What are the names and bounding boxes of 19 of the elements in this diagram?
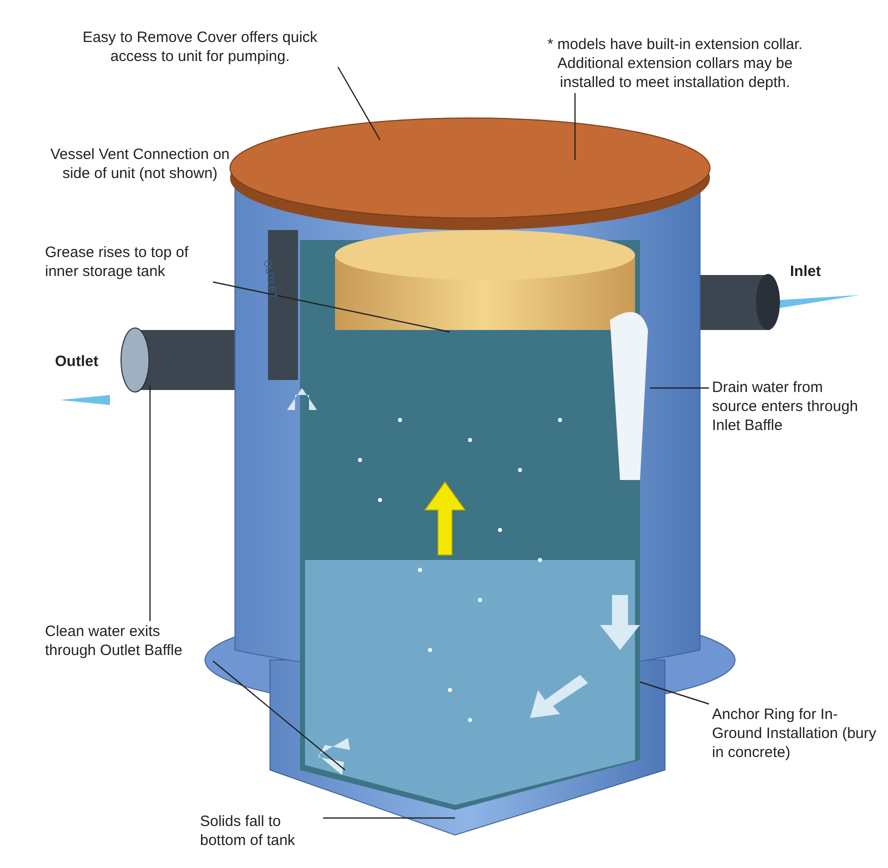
pipe-label: Outlet (55, 352, 98, 371)
callout-text: Anchor Ring for In-Ground Installation (bury in concrete) (712, 705, 882, 762)
callout-text: Clean water exits through Outlet Baffle (45, 622, 210, 660)
pipe-label: Inlet (790, 262, 821, 281)
embossed-label: OUTLET (260, 258, 280, 301)
callout-text: Drain water from source enters through Inlet Baffle (712, 378, 862, 435)
leader-line (574, 93, 576, 160)
callout-text: Grease rises to top of inner storage tank (45, 243, 210, 281)
leader-line (323, 817, 455, 819)
leader-line (337, 66, 381, 140)
note-text: Vessel Vent Connection on side of unit (not shown) (49, 145, 231, 183)
leader-line (650, 387, 709, 389)
leader-line (640, 681, 710, 705)
callout-text: Solids fall to bottom of tank (200, 812, 320, 850)
leader-line (149, 385, 151, 621)
callout-text: * models have built-in extension collar. Additional extension collars may be installed to meet installation depth. (540, 35, 810, 92)
callout-text: Easy to Remove Cover offers quick access to unit for pumping. (65, 28, 335, 66)
leader-line (212, 660, 346, 770)
leader-line (212, 281, 450, 333)
